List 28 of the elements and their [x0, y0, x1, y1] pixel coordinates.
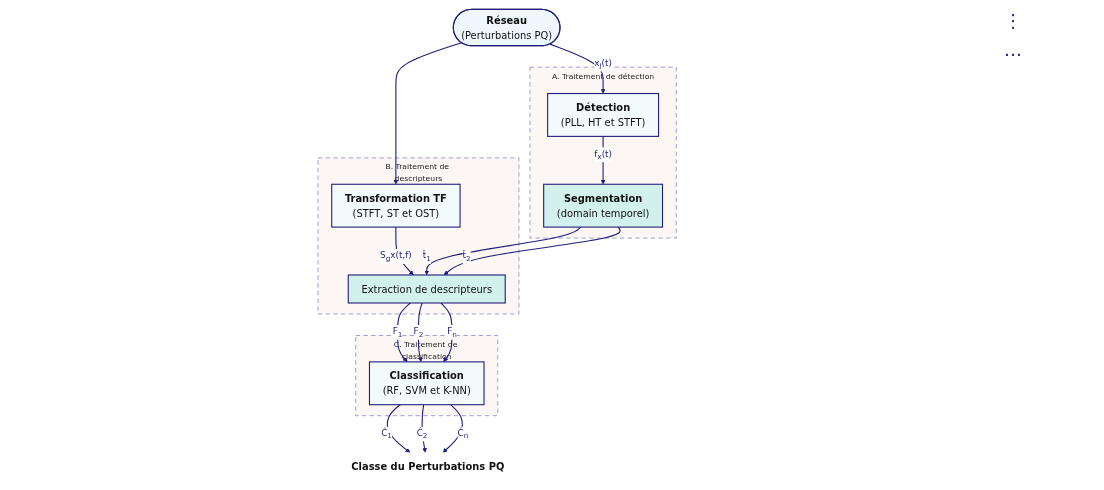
arrow	[443, 226, 621, 276]
edge-label: F$_{1}$	[392, 326, 403, 339]
edge-label: F$_{n}$	[447, 326, 457, 339]
edge-label: F$_{2}$	[413, 326, 424, 339]
edge-label: Ĉ$_{n}$	[457, 427, 469, 440]
node-box: Segmentation (domain temporel)	[543, 183, 663, 228]
edge-label: t̂$_{2}$	[462, 250, 471, 263]
node-box: Extraction de descripteurs	[347, 274, 506, 304]
edge-label: x$_{j}$(t)	[594, 57, 612, 70]
arrow	[421, 404, 427, 453]
note-text: ⋮	[1004, 10, 1023, 31]
arrow	[549, 43, 606, 94]
edge-label: f$_{x}$(t)	[594, 148, 612, 161]
edge-label: t̂$_{1}$	[422, 250, 431, 263]
arrow	[386, 404, 411, 453]
node-box: Transformation TF (STFT, ST et OST)	[331, 183, 461, 228]
edge-label: S$_{g}$x(t,f)	[379, 250, 412, 263]
node-text: Classe du Perturbations PQ	[351, 460, 505, 473]
arrow	[396, 302, 411, 363]
arrow	[417, 302, 423, 363]
arrow	[440, 302, 453, 363]
node-box: Classification (RF, SVM et K-NN)	[368, 361, 485, 406]
node-box: Détection (PLL, HT et STFT)	[546, 93, 659, 137]
edge-label: Ĉ$_{2}$	[416, 427, 428, 440]
note-text: …	[1004, 39, 1023, 60]
arrow	[393, 42, 462, 185]
arrow	[424, 226, 582, 276]
edge-label: Ĉ$_{1}$	[381, 427, 392, 440]
